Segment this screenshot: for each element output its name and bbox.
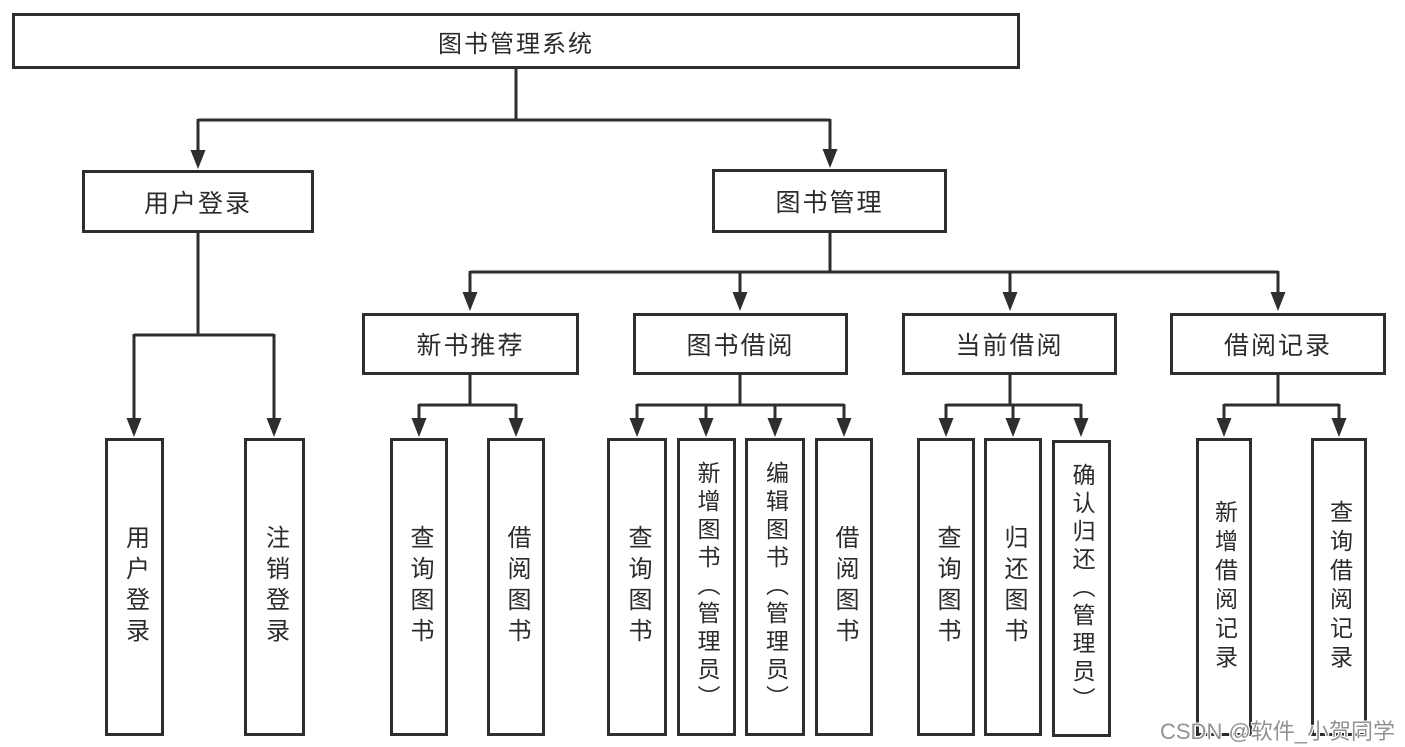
node-label: 当前借阅 [955, 332, 1064, 360]
node-label: 图书管理系统 [438, 30, 594, 58]
node-root-system: 图书管理系统 [12, 13, 1020, 69]
node-leaf-query-borrow-record: 查询借阅记录 [1311, 438, 1367, 736]
node-leaf-query-book-2: 查询图书 [607, 438, 667, 736]
node-leaf-add-book-admin: 新增图书（管理员） [677, 438, 736, 736]
node-new-book-recommend: 新书推荐 [362, 313, 579, 375]
node-leaf-user-login: 用户登录 [105, 438, 164, 736]
node-book-borrow: 图书借阅 [633, 313, 848, 375]
node-label: 新增借阅记录 [1211, 500, 1238, 674]
node-label: 新增图书（管理员） [694, 461, 720, 713]
node-label: 确认归还（管理员） [1069, 462, 1095, 715]
node-label: 图书管理 [775, 189, 884, 217]
node-label: 图书借阅 [686, 332, 795, 360]
node-label: 查询图书 [406, 525, 433, 649]
node-label: 查询借阅记录 [1326, 500, 1353, 674]
node-label: 借阅图书 [503, 525, 530, 649]
node-leaf-borrow-book-2: 借阅图书 [815, 438, 873, 736]
node-leaf-return-book: 归还图书 [984, 438, 1042, 736]
node-label: 查询图书 [933, 525, 960, 649]
node-book-management-branch: 图书管理 [712, 169, 947, 233]
node-current-borrow: 当前借阅 [902, 313, 1117, 375]
node-label: 新书推荐 [416, 332, 525, 360]
csdn-watermark: CSDN @软件_小贺同学 [1160, 719, 1396, 744]
node-label: 查询图书 [624, 525, 651, 649]
node-label: 借阅图书 [831, 525, 858, 649]
node-leaf-borrow-book-1: 借阅图书 [487, 438, 545, 736]
node-leaf-add-borrow-record: 新增借阅记录 [1196, 438, 1252, 736]
node-label: 借阅记录 [1223, 332, 1332, 360]
node-label: 用户登录 [121, 525, 149, 649]
node-user-login-branch: 用户登录 [82, 170, 314, 233]
node-leaf-query-book-3: 查询图书 [917, 438, 975, 736]
node-leaf-logout: 注销登录 [244, 438, 305, 736]
node-borrow-records: 借阅记录 [1170, 313, 1386, 375]
node-label: 注销登录 [261, 525, 289, 649]
node-label: 归还图书 [1000, 525, 1027, 649]
node-leaf-query-book-1: 查询图书 [390, 438, 448, 736]
node-label: 编辑图书（管理员） [762, 461, 789, 713]
node-label: 用户登录 [143, 189, 252, 218]
node-leaf-confirm-return-admin: 确认归还（管理员） [1052, 440, 1111, 737]
node-leaf-edit-book-admin: 编辑图书（管理员） [745, 438, 805, 736]
